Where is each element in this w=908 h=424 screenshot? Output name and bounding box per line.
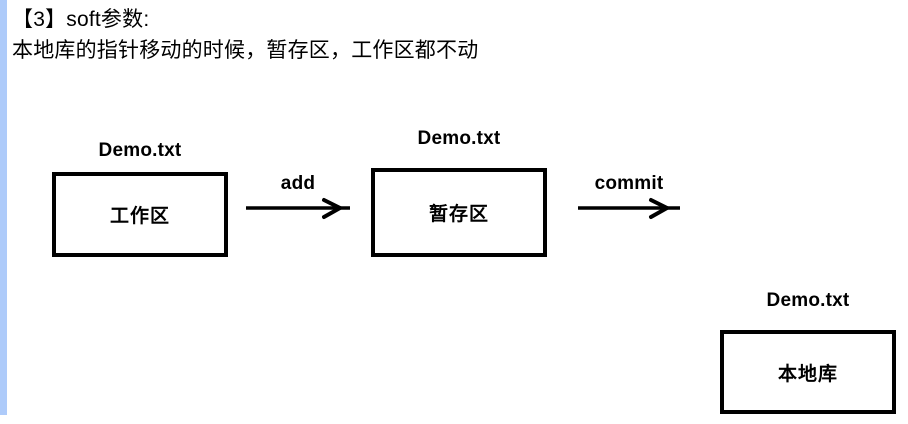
file-caption-workspace: Demo.txt xyxy=(98,140,182,161)
arrow-commit xyxy=(578,196,680,226)
node-localrepo-label: 本地库 xyxy=(777,363,838,385)
arrow-add xyxy=(246,196,350,226)
node-staging: 暂存区 xyxy=(371,168,547,257)
heading-line-1: 【3】soft参数: xyxy=(12,8,150,31)
node-workspace-label: 工作区 xyxy=(109,206,170,227)
arrow-label-commit: commit xyxy=(594,173,664,194)
file-caption-staging: Demo.txt xyxy=(417,128,501,149)
node-localrepo: 本地库 xyxy=(720,330,896,414)
left-accent-stripe xyxy=(0,0,7,415)
node-staging-label: 暂存区 xyxy=(428,204,489,225)
arrow-label-add: add xyxy=(280,173,316,194)
node-workspace: 工作区 xyxy=(52,172,228,257)
heading-block: 【3】soft参数: 本地库的指针移动的时候，暂存区，工作区都不动 xyxy=(12,4,712,66)
heading-line-2: 本地库的指针移动的时候，暂存区，工作区都不动 xyxy=(12,39,479,62)
file-caption-localrepo: Demo.txt xyxy=(766,290,850,311)
